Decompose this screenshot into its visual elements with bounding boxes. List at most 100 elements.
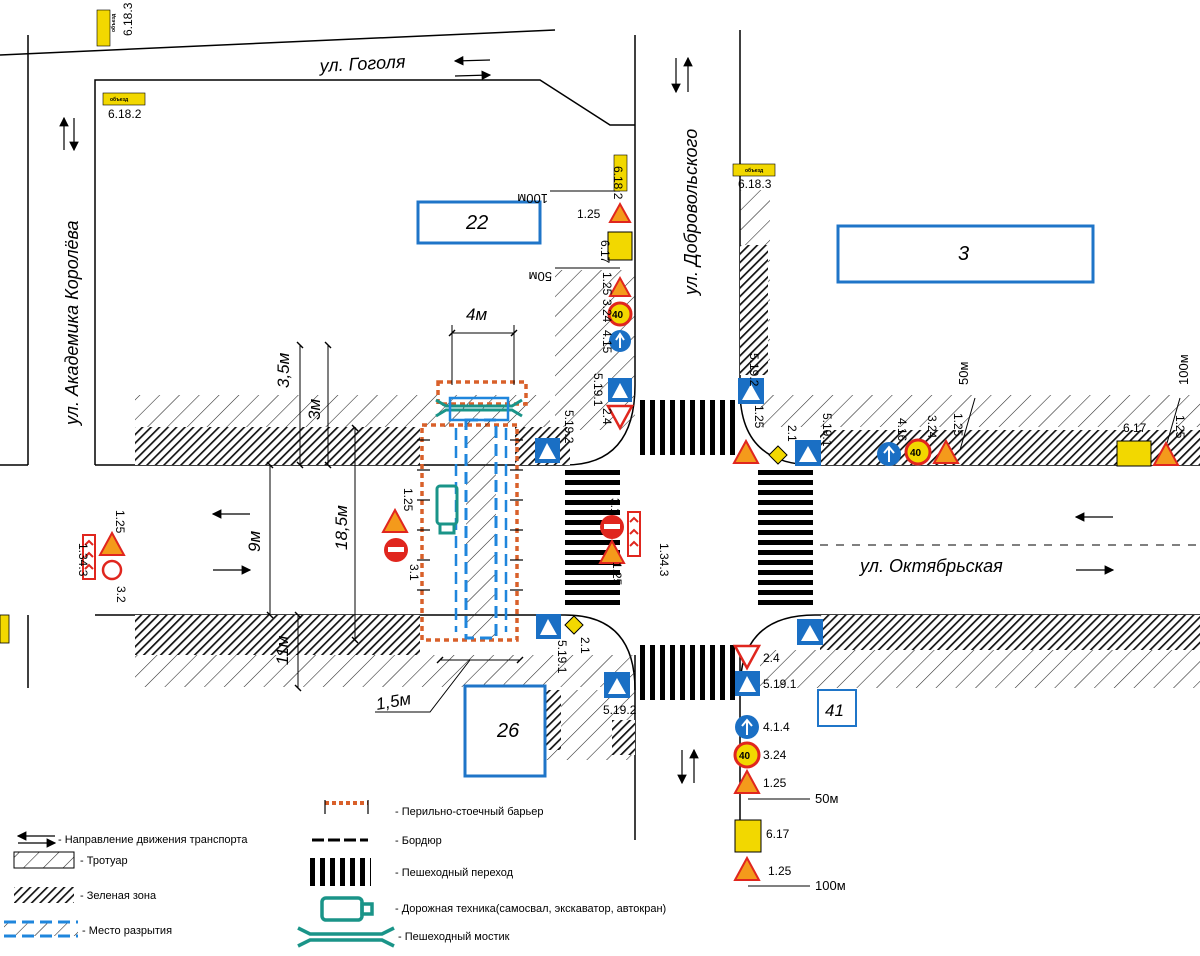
- code-6-18-2-topleft: 6.18.2: [108, 107, 142, 121]
- excavation-site: [464, 418, 498, 640]
- building-26-label: 26: [496, 720, 520, 742]
- code-4-1-4: 4.1.4: [763, 720, 790, 734]
- dim-50m-right: 50м: [956, 362, 971, 385]
- legend-green-swatch: [14, 887, 74, 903]
- legend: - Направление движения транспорта - Трот…: [4, 800, 666, 948]
- barrier-bridge: [436, 380, 528, 406]
- code-4-16: 4.16: [895, 418, 909, 442]
- crossing-sign-5-19-2-ne: [738, 378, 764, 404]
- code-3-24-b: 3.24: [925, 415, 939, 439]
- buildings: [416, 200, 1095, 778]
- building-3: [836, 224, 1095, 284]
- roadworks-sign-1-25-b: [608, 275, 632, 297]
- green-zone-north-w: [135, 427, 420, 465]
- dim-4m: 4м: [466, 305, 487, 324]
- dim-100m-right: 100м: [1176, 354, 1191, 385]
- sign-6-17-c: [734, 819, 762, 853]
- legend-direction: - Направление движения транспорта: [58, 834, 248, 846]
- crosswalk-west: [565, 470, 620, 610]
- building-22-label: 22: [465, 212, 488, 234]
- building-41: [817, 689, 857, 727]
- legend-machinery-icon: [320, 896, 374, 922]
- green-zone-dobro-e: [740, 245, 768, 375]
- code-1-25-mid: 1.25: [401, 488, 415, 512]
- green-zone-south-e: [820, 615, 1200, 650]
- code-5-19-2-a: 5.19.2: [562, 410, 576, 444]
- detour-sign-6-18-3-top: объезд: [96, 9, 117, 47]
- code-1-25-d: 1.25: [951, 413, 965, 437]
- building-22: [416, 200, 542, 245]
- crossing-sign-5-19-1-sw: [536, 614, 561, 639]
- sign-6-17-a: [607, 231, 633, 261]
- legend-curb: - Бордюр: [395, 835, 442, 847]
- legend-bridge: - Пешеходный мостик: [398, 931, 510, 943]
- priority-sign-2-1-a: [768, 445, 788, 465]
- code-2-4-b: 2.4: [763, 651, 780, 665]
- speed-limit-sign-b: 40: [904, 438, 932, 466]
- pedestrian-bridge: [435, 398, 523, 418]
- dim-3m: 3м: [305, 399, 324, 420]
- speed-limit-sign-c: 40: [733, 741, 761, 769]
- code-3-24-c: 3.24: [763, 748, 787, 762]
- crosswalk-south: [640, 645, 735, 700]
- green-zone-dobro-sw2: [612, 720, 635, 755]
- dim-50m-bottom: 50м: [815, 791, 838, 806]
- crosswalk-east: [758, 470, 813, 610]
- code-5-19-2-c: 5.19.2: [603, 703, 637, 717]
- road-machinery-icon: [435, 484, 459, 535]
- code-6-18-3-top: 6.18.3: [121, 2, 135, 36]
- code-6-18-3-right: 6.18.3: [738, 177, 772, 191]
- detour-sign-6-18-2-vert: [613, 154, 628, 192]
- code-1-25-left: 1.25: [113, 510, 127, 534]
- code-1-25-e: 1.25: [1173, 415, 1187, 439]
- speed-text-b: 40: [910, 448, 922, 459]
- priority-sign-2-1-b: [564, 615, 584, 635]
- detour-sign-6-18-3-right: объезд: [732, 163, 776, 177]
- legend-sidewalk: - Тротуар: [80, 855, 128, 867]
- sidewalk-south-west: [135, 655, 635, 687]
- green-zone-south-w: [135, 615, 420, 655]
- roadworks-sign-1-25-g: [733, 768, 761, 794]
- code-1-34-3-left: 1.34.3: [76, 543, 90, 577]
- dim-18-5m: 18,5м: [332, 505, 351, 550]
- crossing-sign-5-19-1-se: [735, 671, 760, 696]
- crosswalk-north: [640, 400, 735, 455]
- dim-3-5m: 3,5м: [274, 352, 293, 388]
- legend-excavation-swatch: [4, 920, 78, 938]
- code-1-34-3-b: 1.34.3: [657, 543, 671, 577]
- code-4-15: 4.15: [600, 330, 614, 354]
- partial-sign-left-edge: [0, 614, 10, 644]
- roadworks-sign-1-25-mid: [381, 507, 409, 533]
- code-3-2: 3.2: [114, 586, 128, 603]
- building-3-label: 3: [958, 243, 969, 265]
- street-oktyabrskaya: ул. Октябрьская: [858, 556, 1003, 576]
- crossing-sign-5-19-1-a: [608, 378, 632, 402]
- roadworks-sign-1-25-e: [1152, 440, 1180, 466]
- crossing-sign-5-19-2-a: [535, 438, 560, 463]
- roadworks-sign-1-25-f: [598, 538, 626, 564]
- legend-sidewalk-swatch: [13, 851, 75, 869]
- code-1-25-f: 1.25: [610, 562, 624, 586]
- code-2-1-a: 2.1: [785, 425, 799, 442]
- direction-sign-4-16: [877, 442, 901, 466]
- detour-text-3: объезд: [745, 167, 764, 174]
- construction-zone: [417, 380, 528, 642]
- code-5-19-2-b: 5.19.2: [747, 353, 761, 387]
- speed-limit-sign-a: 40: [607, 301, 633, 327]
- dim-9m: 9м: [245, 531, 264, 552]
- legend-crossing-swatch: [305, 858, 371, 886]
- chevron-sign-1-34-3-left: [82, 534, 96, 580]
- speed-text-c: 40: [739, 751, 751, 762]
- code-3-1-a: 3.1: [407, 564, 421, 581]
- roadworks-sign-1-25-d: [932, 438, 960, 464]
- code-1-25-h: 1.25: [768, 864, 792, 878]
- code-3-24-a: 3.24: [600, 299, 614, 323]
- code-1-25-c: 1.25: [752, 405, 766, 429]
- detour-sign-6-18-2-topleft: объезд: [102, 92, 146, 106]
- legend-crossing: - Пешеходный переход: [395, 867, 514, 879]
- direction-sign-4-15: [609, 330, 631, 352]
- legend-excavation: - Место разрытия: [82, 925, 172, 937]
- gogolya-north-edge: [0, 29, 556, 56]
- code-2-1-b: 2.1: [578, 637, 592, 654]
